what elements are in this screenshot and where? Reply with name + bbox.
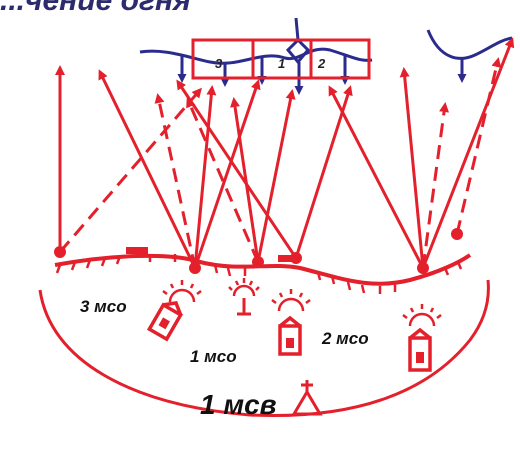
fire-zone-label: 3 [215, 56, 223, 71]
fire-zones-box: 3 1 2 [191, 38, 371, 80]
squad-leader-icon [271, 289, 311, 312]
fire-zone-label: 1 [278, 56, 285, 71]
vehicle-icon [146, 301, 184, 342]
enemy-strongpoint [285, 17, 311, 65]
fire-zone-frame [191, 38, 371, 80]
firing-positions [54, 228, 463, 274]
fire-sectors-solid [55, 37, 515, 269]
unit-label-2-mco: 2 мсо [321, 329, 369, 348]
squad-leader-icon [228, 278, 260, 316]
fire-sectors-dashed [58, 57, 502, 269]
platoon-commander-icon [291, 380, 323, 416]
unit-label-3-mco: 3 мсо [80, 297, 127, 316]
squad-leader-icon [402, 304, 442, 327]
vehicle-icon [278, 315, 302, 356]
commanders [162, 278, 442, 327]
vehicle-icon [408, 327, 432, 372]
trench-line [54, 247, 472, 294]
unit-label-1-msv: 1 мсв [200, 389, 277, 420]
vehicles [146, 301, 432, 372]
diagram-title: ...чение огня [0, 0, 191, 17]
enemy-line-center [139, 47, 373, 65]
enemy-line-right [426, 29, 513, 60]
unit-label-1-mco: 1 мсо [190, 347, 237, 366]
platoon-boundary [38, 279, 490, 418]
fire-zone-label: 2 [317, 56, 326, 71]
squad-leader-icon [162, 280, 202, 303]
enemy-positions [139, 17, 513, 95]
